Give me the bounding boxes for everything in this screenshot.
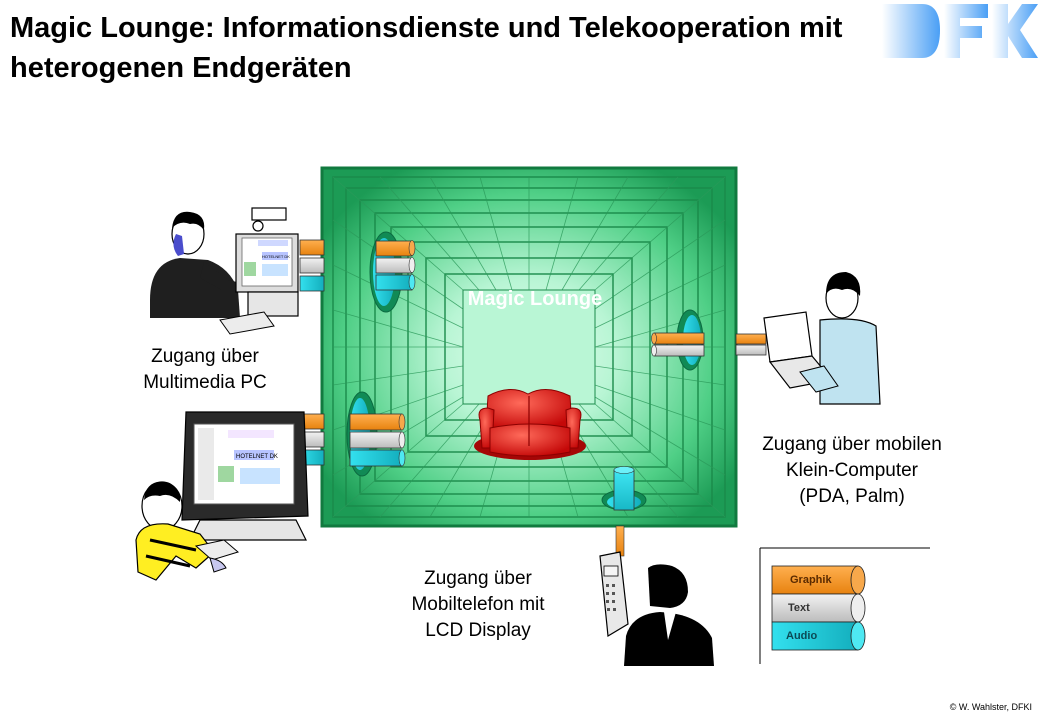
phone-channel-cylinder [601,466,647,557]
pc2-channel-cylinders [299,391,406,477]
pc-channel-cylinders [299,231,416,313]
person-big-monitor-icon: HOTELNET DK [135,411,309,581]
pc-screen-hotelnet: HOTELNET DK [262,254,290,259]
caption-pda-line1: Zugang über mobilen [762,434,942,455]
legend-swatch-text [771,593,859,623]
dfki-logo [882,4,1038,58]
legend-label-text: Text [788,602,810,614]
person-multimedia-pc-icon: HOTELNET DK [150,207,299,335]
legend-box [759,547,930,664]
caption-phone-line2: Mobiltelefon mit [411,594,545,615]
legend-label-graphik: Graphik [790,574,832,586]
magic-lounge-label: Magic Lounge [467,288,603,310]
red-sofa-icon [474,389,586,460]
person-laptop-pda-icon [763,272,881,405]
copyright-notice: © W. Wahlster, DFKI [949,702,1032,712]
legend-label-audio: Audio [786,630,818,642]
caption-mobile-phone: Zugang über Mobiltelefon mit LCD Display [380,566,576,644]
legend-swatch-graphik [771,565,859,595]
pda-channel-cylinders [651,309,767,371]
slide-title: Magic Lounge: Informationsdienste und Te… [10,12,843,84]
caption-pc-line2: Multimedia PC [143,372,267,393]
caption-phone-line3: LCD Display [425,620,531,641]
caption-pc-line1: Zugang über [151,346,259,367]
caption-multimedia-pc: Zugang über Multimedia PC [110,344,300,396]
person-mobile-phone-icon [599,551,714,666]
caption-pda-line2: Klein-Computer [786,460,918,481]
monitor-screen-hotelnet: HOTELNET DK [236,454,278,460]
caption-mobile-computer: Zugang über mobilen Klein-Computer (PDA,… [728,432,976,510]
caption-pda-line3: (PDA, Palm) [799,486,905,507]
caption-phone-line1: Zugang über [424,568,532,589]
